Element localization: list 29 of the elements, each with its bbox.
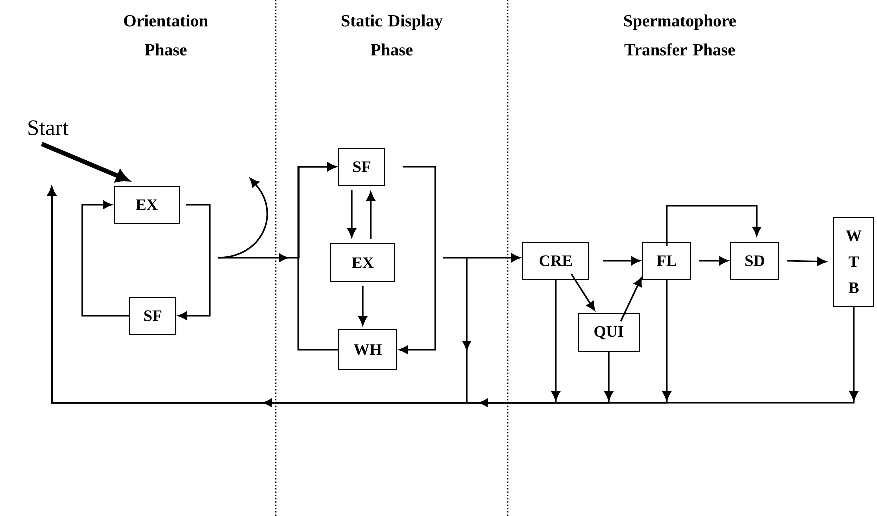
phase-heading: Orientation Phase [124,14,208,56]
arrow [358,286,368,326]
phase-heading: Static Display Phase [342,14,443,56]
behavior-box: QUI [578,314,640,352]
arrow [620,278,642,322]
behavior-box: FL [642,242,692,280]
arrow [298,162,338,351]
behavior-box: EX [330,244,396,282]
behavior-box: EX [114,186,180,224]
behavior-box: CRE [522,242,590,280]
arrow [348,190,356,238]
arrow [570,274,596,311]
arrow [666,205,762,246]
arrow [787,258,827,266]
phase-heading: Spermatophore Transfer Phase [624,14,736,56]
start-label: Start [28,120,69,136]
behavior-box: SF [338,148,386,186]
arrow [48,186,858,408]
behavior-box: W T B [834,217,874,307]
behavior-box: SD [730,242,780,280]
arrow [604,256,641,266]
arrow [443,254,521,403]
behavior-box: WH [338,330,398,370]
behavior-box: SF [130,297,176,335]
arrow [178,204,211,320]
arrow [366,192,376,240]
arrow [700,256,729,266]
arrow [82,200,130,317]
arrow [399,166,436,354]
